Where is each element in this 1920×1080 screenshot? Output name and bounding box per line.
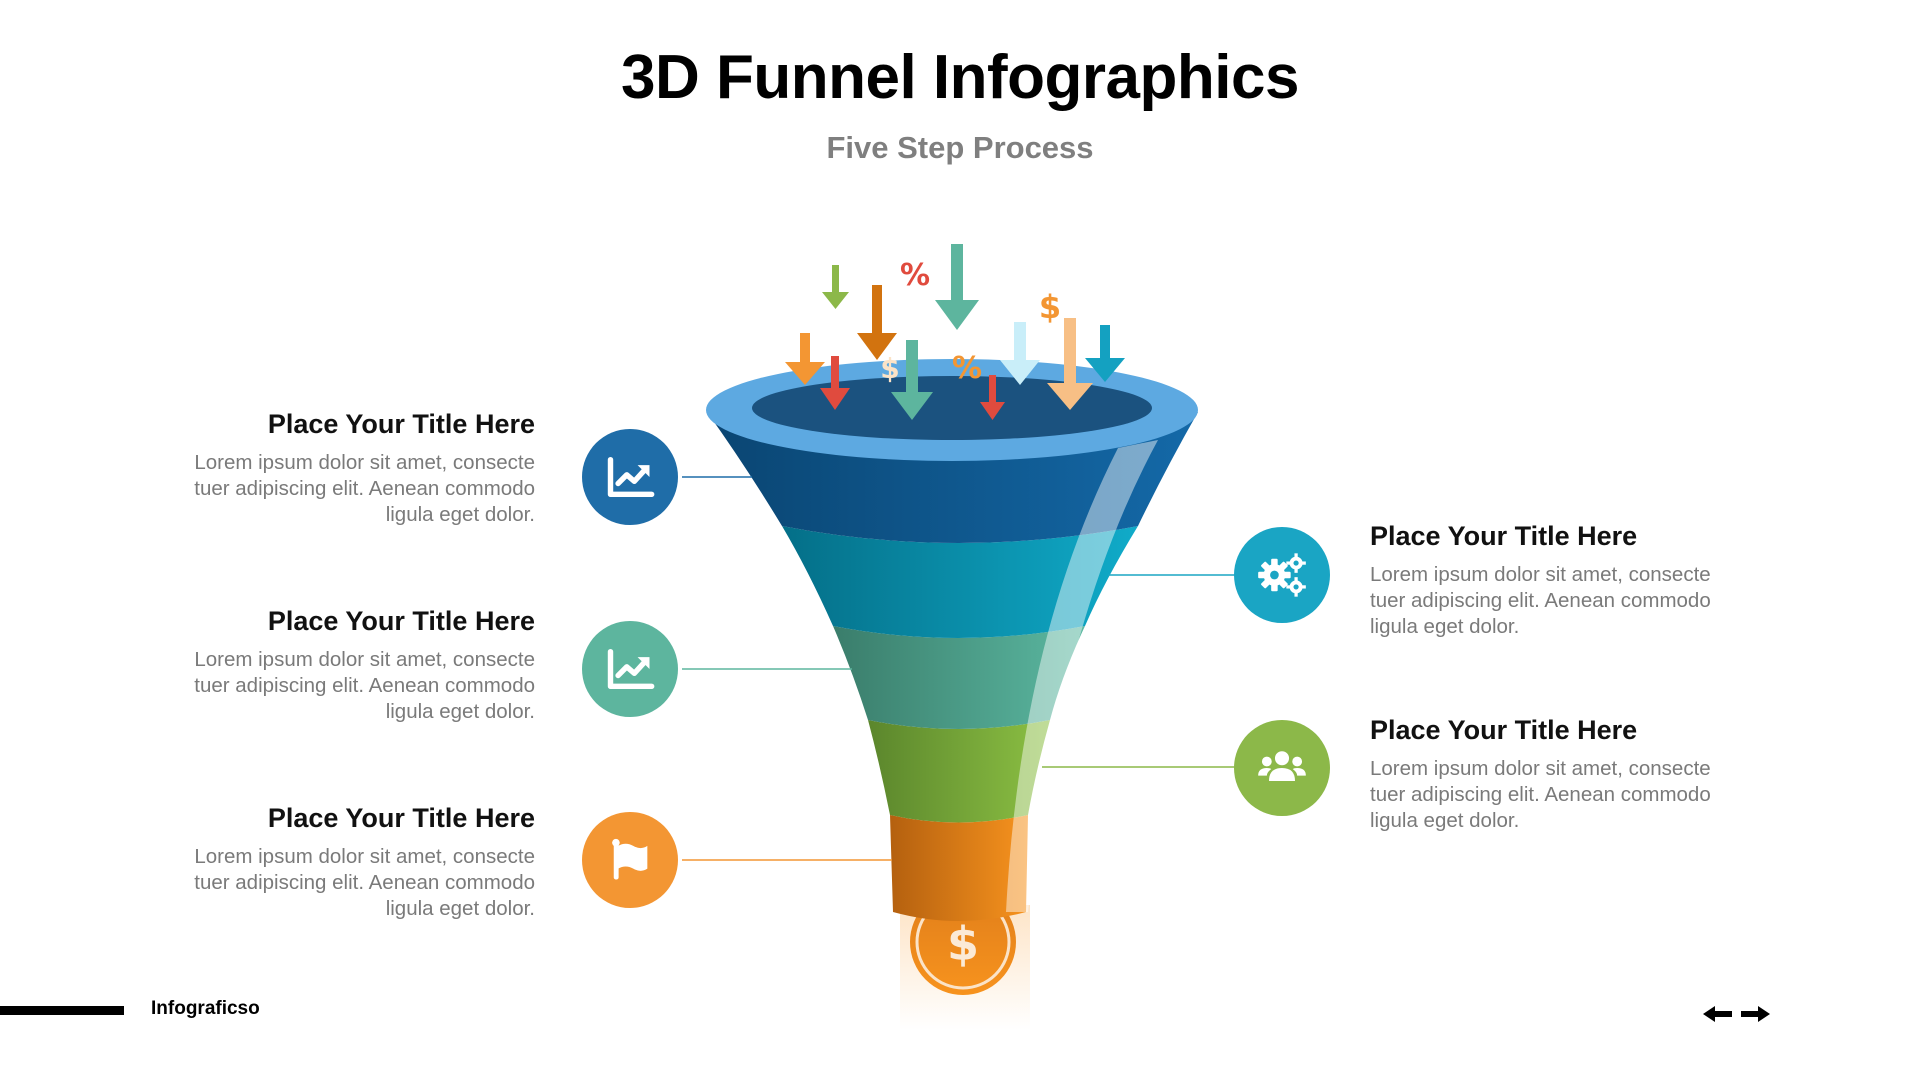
step-3-icon-circle [582,621,678,717]
prev-slide-button[interactable] [1703,1004,1733,1024]
arrow-left-icon [1703,1006,1732,1022]
funnel-highlight [1006,440,1158,912]
percent-icon: % [952,351,982,386]
coin-icon: $ [910,889,1016,995]
gears-icon [1258,553,1306,597]
dollar-icon: $ [880,352,899,385]
dollar-icon: $ [1039,288,1061,326]
falling-arrows [785,244,1125,420]
step-5-text: Place Your Title Here Lorem ipsum dolor … [155,802,535,922]
step-2-title: Place Your Title Here [1370,521,1638,551]
falling-symbols: % $ % $ [880,258,1061,386]
page-subtitle: Five Step Process [826,130,1094,165]
svg-text:$: $ [947,917,979,971]
step-2-icon-circle [1234,527,1330,623]
funnel-opening [752,376,1152,440]
next-slide-button[interactable] [1740,1004,1770,1024]
funnel-band-5 [890,815,1028,921]
footer-brand: Infograficso [151,998,260,1019]
chart-up-icon [607,456,655,498]
step-5-icon-circle [582,812,678,908]
coin-glow [900,905,1030,1030]
funnel-band-3 [833,626,1085,729]
page-title: 3D Funnel Infographics [621,43,1299,112]
funnel-band-2 [782,526,1138,638]
percent-icon: % [900,258,930,293]
step-3-title: Place Your Title Here [267,606,535,636]
step-4-title: Place Your Title Here [1370,715,1638,745]
funnel-band-4 [868,720,1050,823]
step-1-icon-circle [582,429,678,525]
step-4-text: Place Your Title Here Lorem ipsum dolor … [1370,714,1750,834]
funnel-band-1 [707,412,1198,543]
footer-accent-bar [0,1006,124,1015]
step-1-title: Place Your Title Here [267,409,535,439]
step-4-icon-circle [1234,720,1330,816]
flag-icon [612,838,648,880]
arrow-right-icon [1741,1006,1770,1022]
step-1-text: Place Your Title Here Lorem ipsum dolor … [155,408,535,528]
funnel-rim [706,359,1198,461]
step-5-title: Place Your Title Here [267,803,535,833]
users-icon [1258,751,1306,781]
step-3-text: Place Your Title Here Lorem ipsum dolor … [155,605,535,725]
step-2-text: Place Your Title Here Lorem ipsum dolor … [1370,520,1750,640]
chart-up-icon [607,648,655,690]
